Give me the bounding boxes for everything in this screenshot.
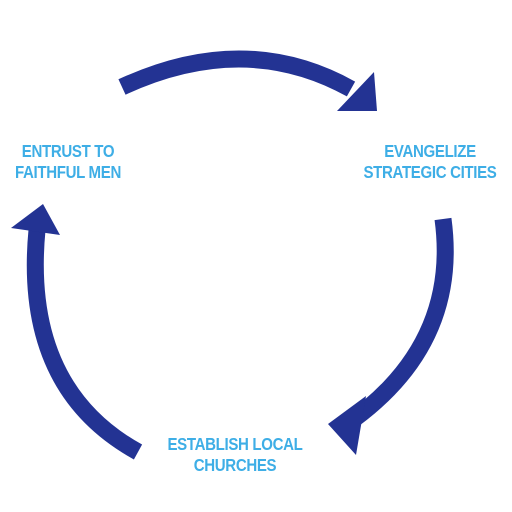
step-label-entrust: ENTRUST TO FAITHFUL MEN [10, 141, 127, 183]
step-label-line: CHURCHES [193, 455, 277, 475]
arrow-establish-to-entrust [11, 204, 143, 460]
step-label-line: STRATEGIC CITIES [363, 162, 497, 182]
step-label-evangelize: EVANGELIZE STRATEGIC CITIES [361, 141, 499, 183]
step-label-establish: ESTABLISH LOCAL CHURCHES [162, 434, 308, 476]
arrowhead-top-icon [337, 72, 377, 111]
arc-right [342, 217, 454, 431]
arc-top [118, 50, 356, 97]
step-label-line: EVANGELIZE [384, 141, 476, 161]
step-label-line: FAITHFUL MEN [15, 162, 121, 182]
step-label-line: ENTRUST TO [21, 141, 115, 161]
arrowhead-left-icon [11, 204, 60, 235]
arrow-evangelize-to-establish [328, 217, 454, 455]
arrow-entrust-to-evangelize [118, 50, 377, 111]
arrowhead-right-icon [328, 396, 366, 455]
arc-left [26, 229, 143, 460]
step-label-line: ESTABLISH LOCAL [167, 434, 303, 454]
